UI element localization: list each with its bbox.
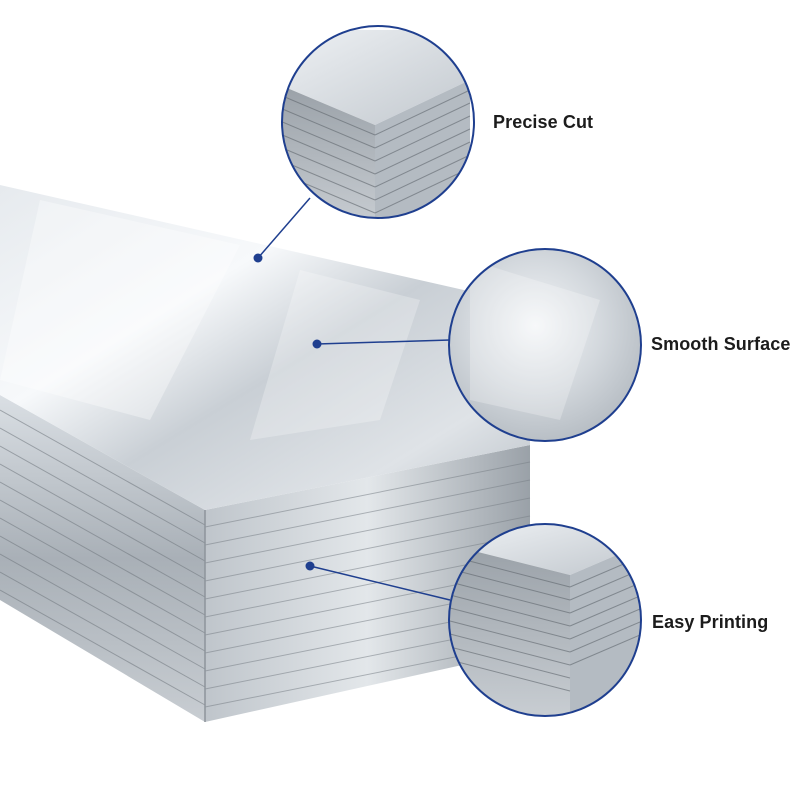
leader-dot-easy-printing [305,561,315,571]
callout-label-smooth-surface: Smooth Surface [651,334,791,354]
leader-lines [257,197,451,601]
leader-dot-precise-cut [253,253,263,263]
callout-circle-easy-printing [448,523,642,717]
metal-sheet-stack [0,185,531,722]
callout-label-precise-cut: Precise Cut [493,112,594,132]
stack-top-surface [0,185,530,510]
leader-line-easy-printing [309,565,451,601]
callout-label-easy-printing: Easy Printing [652,612,769,632]
leader-dot-smooth-surface [312,339,322,349]
top-highlight [0,200,240,420]
callout-circle-smooth-surface [448,248,642,442]
front-sheet-lines [0,409,206,706]
top-highlight-2 [250,270,420,440]
leader-line-smooth-surface [316,339,451,345]
leader-line-precise-cut [257,197,311,259]
